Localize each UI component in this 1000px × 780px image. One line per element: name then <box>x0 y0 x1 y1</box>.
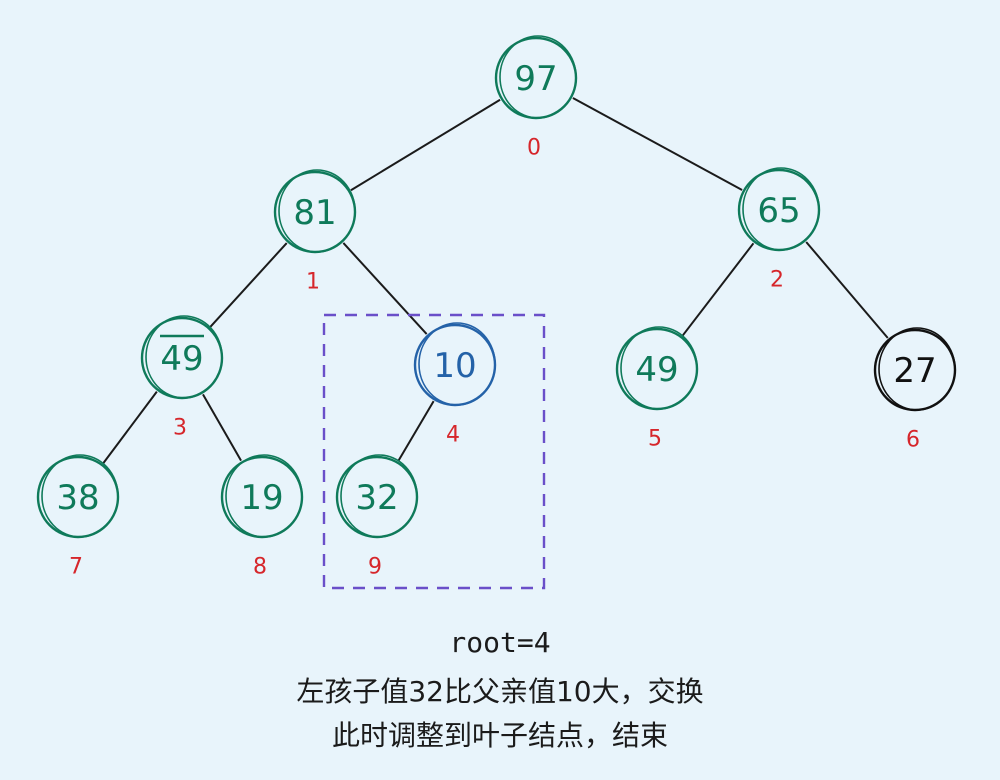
node-index-label: 1 <box>306 270 320 295</box>
edge-1-4 <box>342 242 428 335</box>
node-value: 49 <box>160 339 203 379</box>
tree-node: 32 9 <box>335 454 419 580</box>
nodes-layer: 97 0 81 1 65 2 49 3 10 4 49 5 27 6 38 7 19 8 32 9 <box>36 35 957 580</box>
node-circle-sketch <box>225 454 303 538</box>
node-value: 32 <box>355 478 398 518</box>
node-circle-sketch <box>418 322 496 406</box>
edge-2-5 <box>681 242 755 337</box>
node-index-label: 2 <box>770 268 784 293</box>
tree-node: 49 3 <box>140 315 224 441</box>
node-value: 49 <box>635 350 678 390</box>
node-circle-sketch <box>278 169 356 253</box>
node-circle-sketch <box>878 327 956 411</box>
focus-subtree-box <box>322 313 546 590</box>
edge-2-6 <box>805 241 889 339</box>
node-index-label: 3 <box>173 416 187 441</box>
edge-3-7 <box>102 391 158 464</box>
tree-node: 65 2 <box>737 167 821 293</box>
node-value: 19 <box>240 478 283 518</box>
node-value: 81 <box>293 193 336 233</box>
edges-layer <box>102 97 889 464</box>
node-circle-sketch <box>499 35 577 119</box>
node-index-label: 4 <box>446 423 460 448</box>
node-index-label: 7 <box>69 555 83 580</box>
node-index-label: 0 <box>527 136 541 161</box>
tree-node: 27 6 <box>873 327 957 453</box>
caption-line-2: 此时调整到叶子结点，结束 <box>331 719 668 752</box>
edge-4-9 <box>397 400 435 462</box>
node-index-label: 6 <box>906 428 920 453</box>
edge-3-8 <box>202 393 242 462</box>
node-value: 65 <box>757 191 800 231</box>
caption-line-1: 左孩子值32比父亲值10大，交换 <box>296 675 704 708</box>
node-value: 27 <box>893 351 936 391</box>
edge-0-1 <box>350 98 501 192</box>
tree-node: 97 0 <box>494 35 578 161</box>
node-circle-sketch <box>41 454 119 538</box>
node-value: 97 <box>514 59 557 99</box>
node-index-label: 9 <box>368 555 382 580</box>
node-circle-sketch <box>145 315 223 399</box>
tree-node: 38 7 <box>36 454 120 580</box>
edge-1-3 <box>209 242 288 328</box>
tree-node: 49 5 <box>615 326 699 452</box>
node-circle-sketch <box>340 454 418 538</box>
caption-title: root=4 <box>449 626 551 659</box>
node-circle-sketch <box>742 167 820 251</box>
node-value: 38 <box>56 478 99 518</box>
edge-0-2 <box>572 97 743 191</box>
node-circle-sketch <box>620 326 698 410</box>
node-index-label: 8 <box>253 555 267 580</box>
tree-node: 10 4 <box>413 322 497 448</box>
tree-node: 19 8 <box>220 454 304 580</box>
node-value: 10 <box>433 346 476 386</box>
node-index-label: 5 <box>648 427 662 452</box>
heap-tree: 97 0 81 1 65 2 49 3 10 4 49 5 27 6 38 7 19 8 32 9 <box>36 35 957 590</box>
tree-node: 81 1 <box>273 169 357 295</box>
